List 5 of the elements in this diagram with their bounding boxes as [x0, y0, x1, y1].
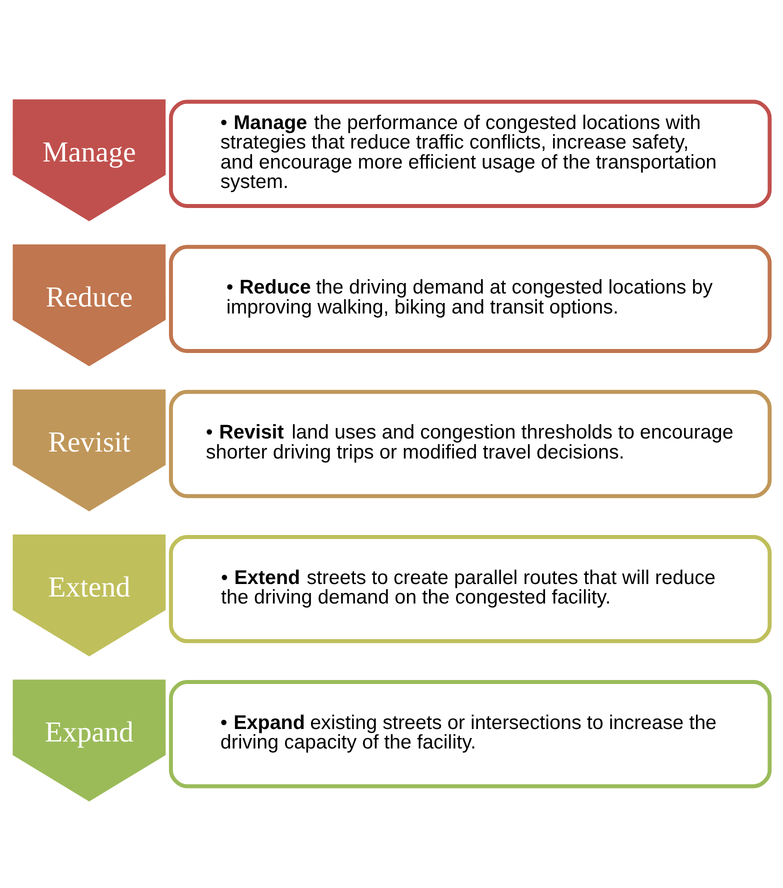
- node-box: • Manage the performance of congested locations with strategies that reduce traffic conflicts, increase safety, and encourage more efficient usage of the transportation system.: [168, 100, 772, 208]
- node-box: • Revisit land uses and congestion thresholds to encourage shorter driving trips or modified travel decisions.: [168, 390, 772, 498]
- node-box: • Reduce the driving demand at congested locations by improving walking, biking and transit options.: [168, 244, 772, 353]
- node-box: • Extend streets to create parallel routes that will reduce the driving demand on the congested facility.: [168, 535, 772, 644]
- node-box: • Expand existing streets or intersections to increase the driving capacity of the facility.: [168, 680, 772, 788]
